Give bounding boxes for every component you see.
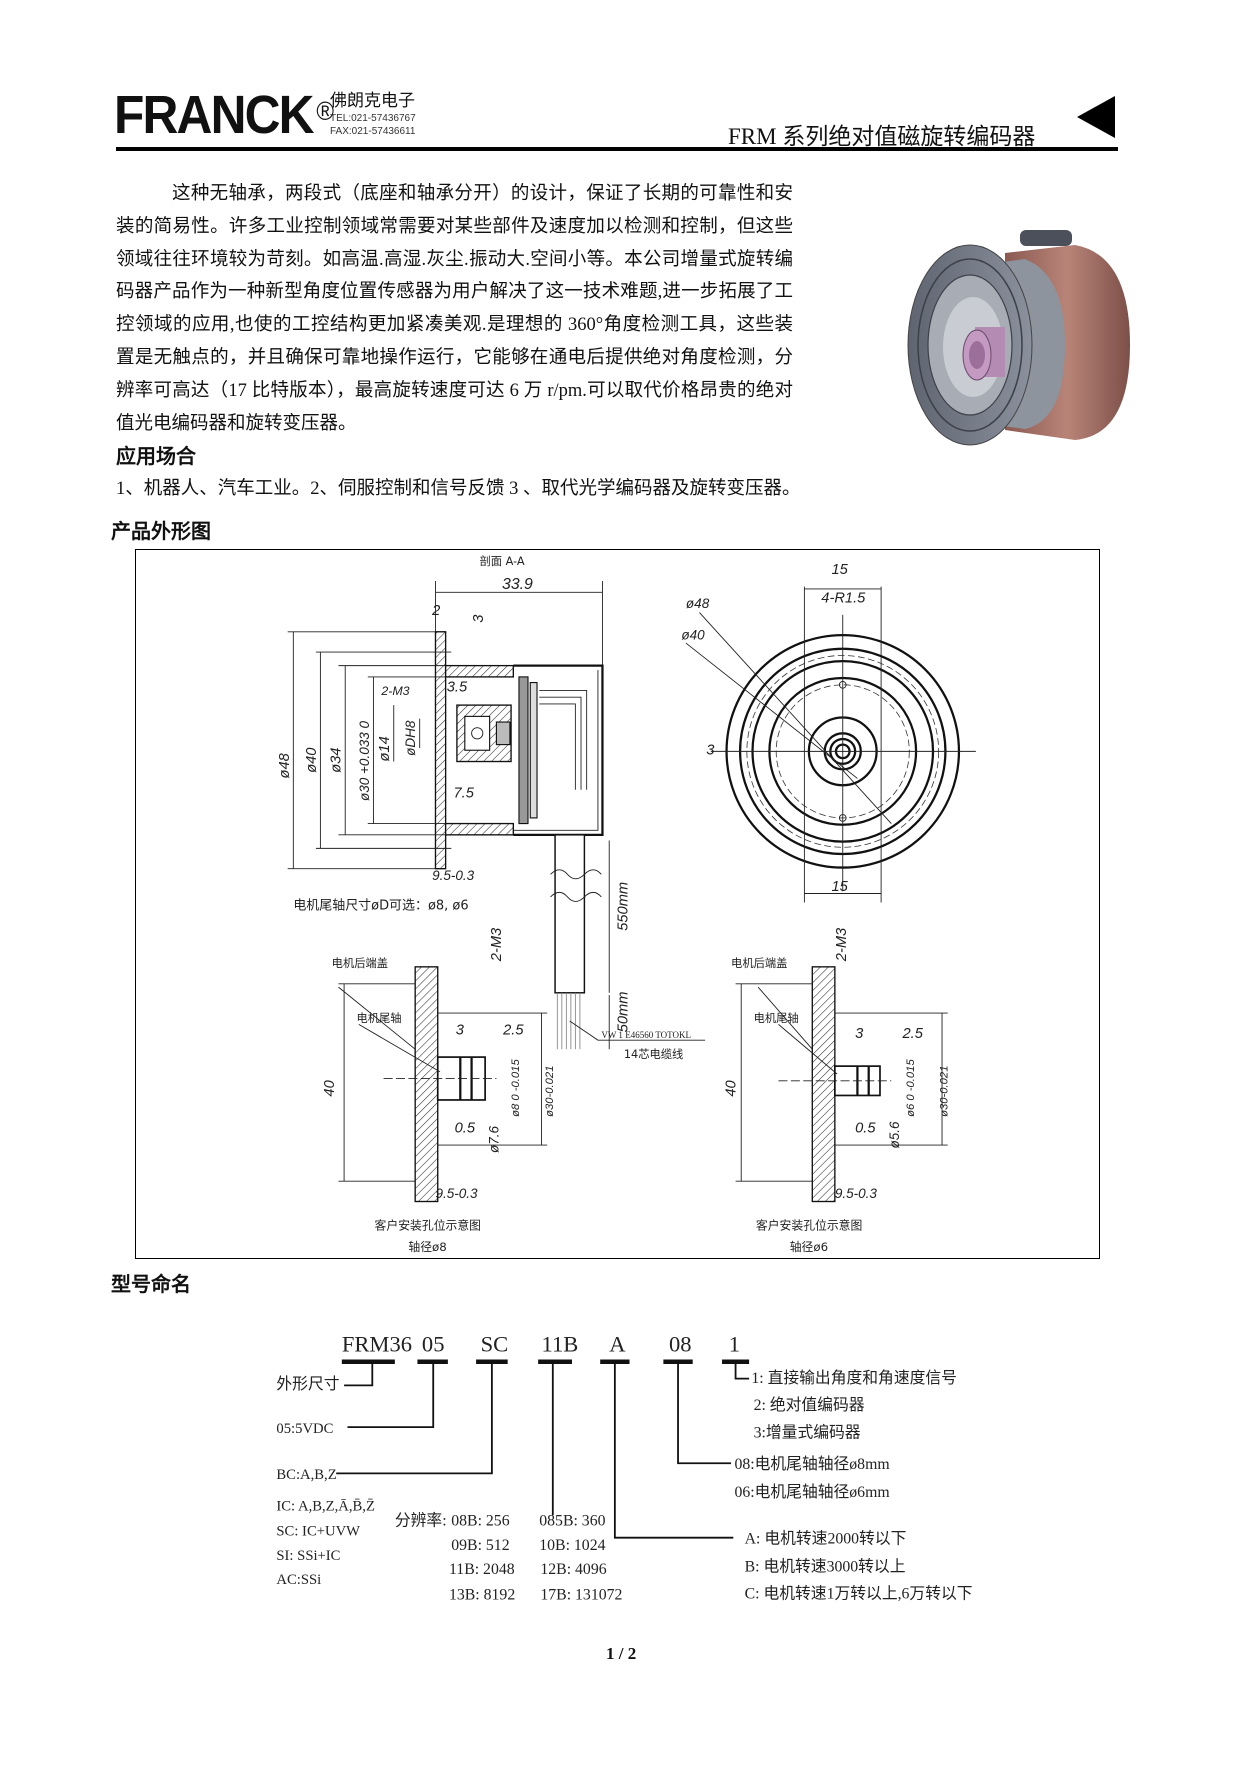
code-voltage: 05	[422, 1332, 445, 1357]
resolution-option: 17B: 131072	[540, 1587, 622, 1604]
type-option: 1: 直接输出角度和角速度信号	[751, 1369, 957, 1387]
resolution-option: 09B: 512	[451, 1537, 509, 1554]
output-option: IC: A,B,Z,Ā,B̄,Z̄	[276, 1499, 375, 1515]
speed-option: B: 电机转速3000转以上	[745, 1558, 906, 1576]
intro-line: 辨率可高达（17 比特版本），最高旋转速度可达 6 万 r/pm.可以取代价格昂…	[116, 380, 793, 401]
speed-option: C: 电机转速1万转以上,6万转以下	[745, 1585, 973, 1603]
speed-option: A: 电机转速2000转以下	[745, 1529, 907, 1547]
company-name: 佛朗克电子	[330, 91, 415, 110]
label-resolution: 分辨率:	[395, 1511, 447, 1529]
intro-line: 装的简易性。许多工业控制领域常需要对某些部件及速度加以检测和控制，但这些	[116, 216, 793, 237]
code-size: FRM36	[342, 1332, 412, 1357]
drawing-heading: 产品外形图	[111, 519, 211, 543]
code-speed: A	[609, 1332, 626, 1357]
application-heading: 应用场合	[116, 444, 196, 468]
intro-line: 置是无触点的，并且确保可靠地操作运行，它能够在通电后提供绝对角度检测，分	[116, 347, 793, 368]
output-option: AC:SSi	[276, 1572, 321, 1588]
intro-paragraph: 这种无轴承，两段式（底座和轴承分开）的设计，保证了长期的可靠性和安 装的简易性。…	[116, 178, 793, 440]
model-naming-diagram: FRM36 05 SC 11B A 08 1 外形尺寸 05:5VDC BC:A…	[276, 1332, 972, 1604]
franck-logo: FRANCK®	[114, 85, 334, 145]
company-fax: FAX:021-57436611	[330, 126, 416, 137]
naming-heading: 型号命名	[111, 1272, 191, 1296]
page-number: 1 / 2	[606, 1644, 637, 1663]
code-shaft: 08	[669, 1332, 692, 1357]
product-image	[907, 230, 1130, 446]
type-option: 3:增量式编码器	[754, 1423, 861, 1441]
code-output: SC	[481, 1332, 509, 1357]
output-option: SC: IC+UVW	[276, 1523, 360, 1539]
code-resolution: 11B	[542, 1332, 579, 1357]
company-tel: TEL:021-57436767	[330, 113, 416, 124]
intro-line: 码器产品作为一种新型角度位置传感器为用户解决了这一技术难题,进一步拓展了工	[116, 282, 793, 303]
resolution-option: 085B: 360	[539, 1512, 605, 1529]
document-title: FRM 系列绝对值磁旋转编码器	[728, 124, 1036, 149]
output-option: BC:A,B,Z	[276, 1467, 336, 1483]
label-voltage: 05:5VDC	[276, 1421, 333, 1437]
output-option: SI: SSi+IC	[276, 1548, 340, 1564]
intro-line: 领域往往环境较为苛刻。如高温.高湿.灰尘.振动大.空间小等。本公司增量式旋转编	[116, 249, 793, 270]
shaft-option: 06:电机尾轴轴径ø6mm	[734, 1483, 890, 1501]
application-text: 1、机器人、汽车工业。2、伺服控制和信号反馈 3 、取代光学编码器及旋转变压器。	[116, 479, 801, 499]
resolution-option: 11B: 2048	[449, 1561, 515, 1578]
intro-line: 这种无轴承，两段式（底座和轴承分开）的设计，保证了长期的可靠性和安	[172, 184, 793, 204]
resolution-option: 13B: 8192	[449, 1587, 515, 1604]
header-divider	[116, 147, 1118, 151]
triangle-marker-icon	[1077, 96, 1115, 138]
code-type: 1	[729, 1332, 740, 1357]
shaft-option: 08:电机尾轴轴径ø8mm	[734, 1455, 890, 1473]
label-size: 外形尺寸	[276, 1375, 339, 1393]
resolution-option: 08B: 256	[451, 1512, 509, 1529]
intro-line: 值光电编码器和旋转变压器。	[116, 413, 357, 434]
type-option: 2: 绝对值编码器	[754, 1396, 865, 1414]
resolution-option: 12B: 4096	[540, 1561, 606, 1578]
drawing-frame	[135, 549, 1100, 1259]
resolution-option: 10B: 1024	[539, 1537, 605, 1554]
intro-line: 控领域的应用,也使的工控结构更加紧凑美观.是理想的 360°角度检测工具，这些装	[116, 315, 793, 336]
